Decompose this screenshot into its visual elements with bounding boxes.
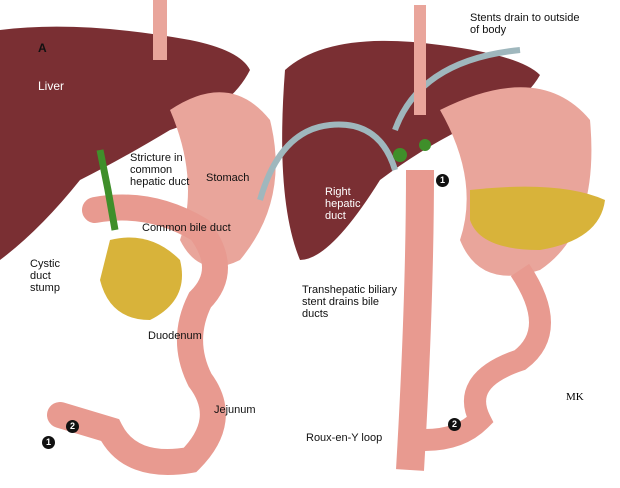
panel-label-b: B <box>290 41 299 55</box>
pancreas-b <box>470 186 605 250</box>
label-duodenum: Duodenum <box>148 330 202 342</box>
marker-1-b: 1 <box>436 174 449 187</box>
stent-b <box>257 47 521 201</box>
label-transhepatic-stent: Transhepatic biliary stent drains bile d… <box>302 284 397 320</box>
marker-1-a: 1 <box>42 436 55 449</box>
label-common-bile-duct: Common bile duct <box>142 222 231 234</box>
label-cystic-duct-stump: Cystic duct stump <box>30 258 60 294</box>
pancreas-a <box>100 237 182 320</box>
label-roux-loop: Roux-en-Y loop <box>306 432 383 444</box>
duodenum-a <box>47 194 228 475</box>
label-stomach: Stomach <box>206 172 250 184</box>
marker-2-b: 2 <box>448 418 461 431</box>
label-liver: Liver <box>38 79 65 93</box>
signature: MK <box>566 391 584 403</box>
label-right-hepatic-duct: Right hepatic duct <box>325 186 361 222</box>
jejunum-b <box>424 263 551 451</box>
label-stents-drain: Stents drain to outside of body <box>470 12 580 36</box>
label-stricture: Stricture in common hepatic duct <box>130 152 190 188</box>
marker-2-a: 2 <box>66 420 79 433</box>
panel-label-a: A <box>38 41 47 55</box>
label-jejunum: Jejunum <box>214 404 256 416</box>
duct-a <box>96 149 119 231</box>
liver-a <box>0 26 250 260</box>
roux-loop-b <box>396 169 434 471</box>
